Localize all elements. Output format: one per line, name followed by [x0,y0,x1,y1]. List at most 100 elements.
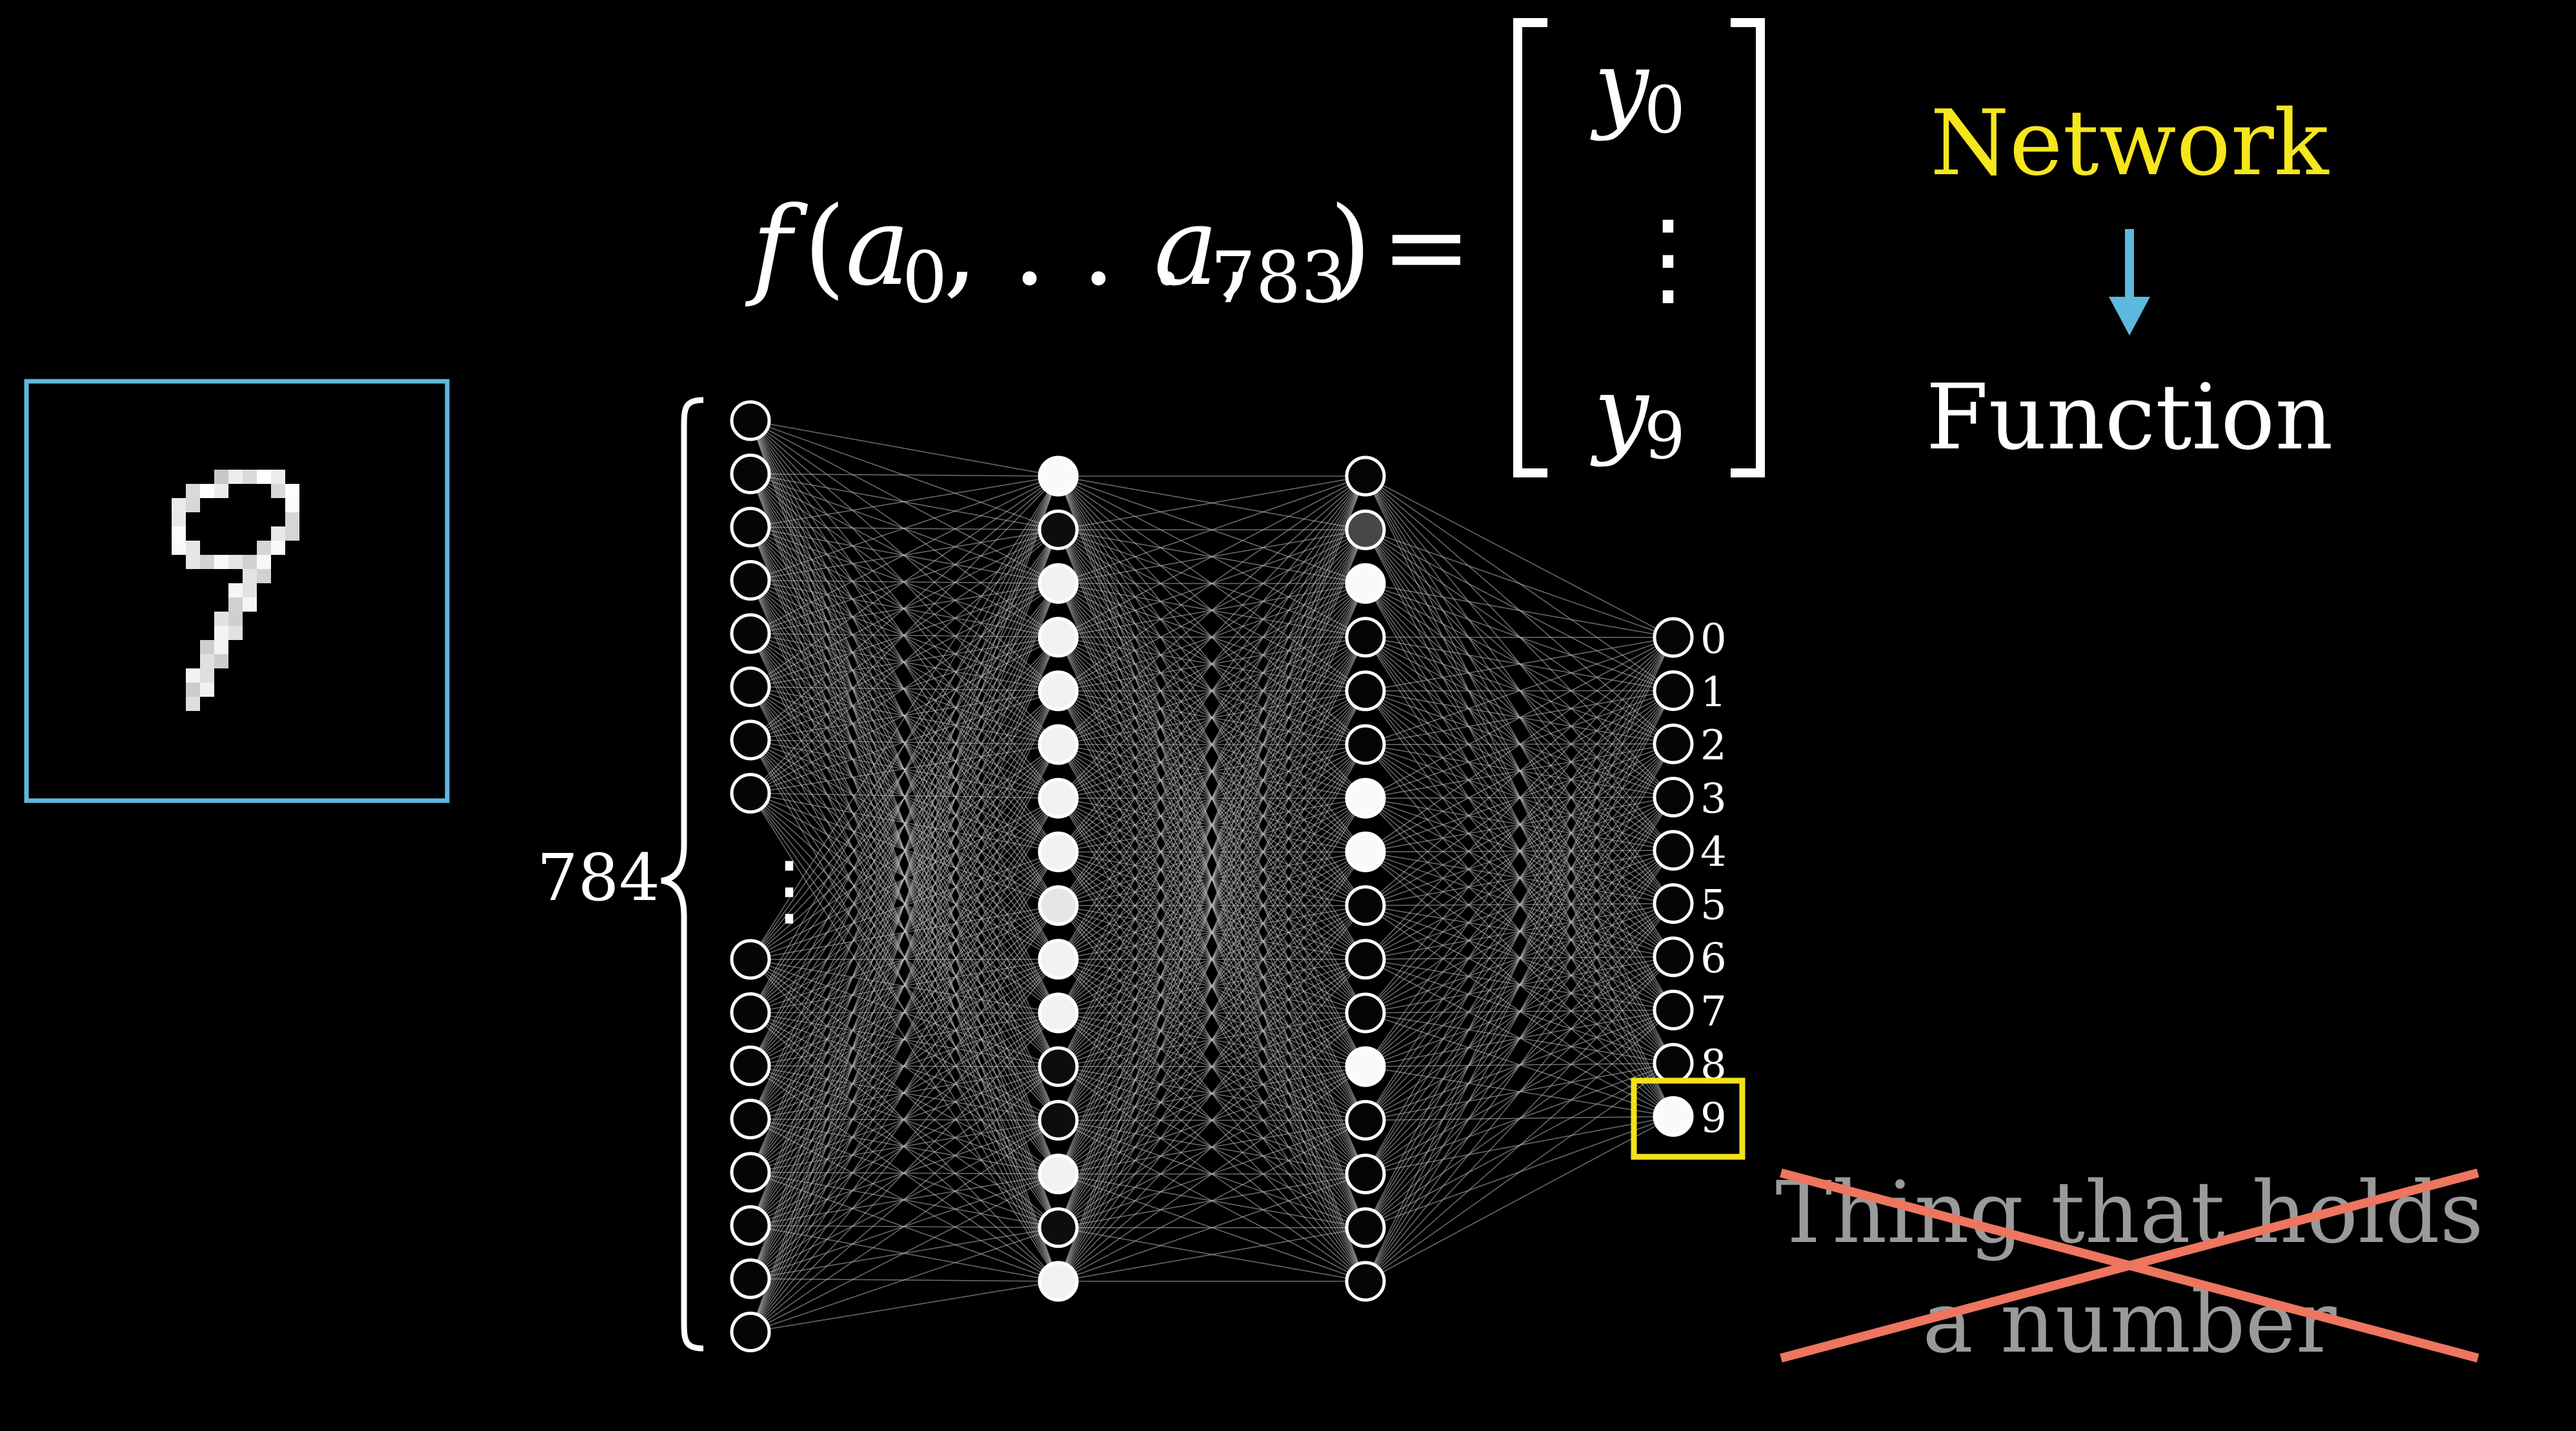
edge-hidden2-output [1365,637,1674,853]
edge-input-hidden1 [750,851,1059,1332]
digit-pixel [186,484,200,498]
hidden1-neuron [1038,455,1079,497]
digit-pixel [186,668,200,683]
edge-hidden1-hidden2 [1058,475,1366,852]
edge-hidden2-output [1365,637,1674,1228]
edge-hidden2-output [1365,637,1674,692]
edge-hidden2-output [1365,637,1674,799]
digit-pixel [214,484,228,498]
output-neuron [1653,990,1694,1030]
output-label: 3 [1700,776,1727,823]
digit-pixel [228,612,243,626]
hidden1-neuron [1038,992,1079,1034]
output-neuron [1653,1043,1694,1084]
digit-pixel [172,541,186,555]
edge-hidden1-hidden2 [1058,583,1366,1282]
edge-input-hidden1 [750,475,1059,960]
edge-hidden2-output [1365,903,1674,1282]
hidden1-neuron [1038,885,1079,926]
digit-pixel [228,597,243,612]
edge-input-hidden1 [750,1227,1059,1333]
digit-pixel [257,569,271,583]
hidden1-neuron [1038,1261,1079,1302]
output-vector [1513,18,1765,477]
vector-y-top-sub: 0 [1644,72,1685,148]
digit-pixel [214,555,228,569]
digit-pixel [214,626,228,640]
output-neuron [1653,670,1694,711]
digit-pixel [271,526,285,541]
edge-hidden1-hidden2 [1058,1173,1366,1282]
output-label: 2 [1700,722,1727,770]
edge-hidden2-output [1365,583,1674,638]
formula-sub-first: 0 [902,236,947,319]
edge-input-hidden1 [750,475,1059,1013]
edge-hidden2-output [1365,1063,1674,1282]
network-nodes [730,400,1694,1352]
vector-y-bottom: y [1590,356,1650,468]
edge-hidden1-hidden2 [1058,475,1366,692]
edge-input-hidden1 [750,797,1059,1332]
formula-a-last: a [1154,183,1218,310]
output-neuron [1653,1096,1694,1137]
input-neuron [730,506,771,548]
edge-hidden1-hidden2 [1058,690,1366,1282]
formula-a-first: a [845,183,910,310]
edge-hidden1-hidden2 [1058,1012,1366,1282]
digit-pixel [228,626,243,640]
hidden2-neuron [1345,617,1386,658]
edge-hidden2-output [1365,637,1674,745]
cross-line-2 [1780,1168,2479,1363]
edge-input-hidden1 [750,420,1059,477]
input-neuron [730,666,771,707]
hidden2-neuron [1345,939,1386,980]
edge-input-hidden1 [750,1173,1059,1333]
digit-pixel [285,526,299,541]
edge-hidden2-output [1365,743,1674,1282]
output-label: 0 [1700,615,1727,663]
edge-hidden2-output [1365,850,1674,1282]
digit-pixel [200,640,214,654]
digit-pixel [228,583,243,597]
edge-hidden1-hidden2 [1058,797,1366,1282]
edge-hidden2-output [1365,529,1674,638]
digit-pixel [271,470,285,484]
edge-hidden1-hidden2 [1058,851,1366,1282]
edge-input-hidden1 [750,1281,1059,1333]
edge-input-hidden1 [750,905,1059,1332]
edge-hidden1-hidden2 [1058,475,1366,745]
edge-hidden2-output [1365,956,1674,1282]
network-edges [750,420,1674,1333]
edge-input-hidden1 [750,1066,1059,1333]
output-label: 4 [1700,828,1727,876]
input-image-panel: 9 [24,379,450,803]
edge-hidden2-output [1365,637,1674,906]
hidden1-neuron [1038,1099,1079,1141]
hidden1-neuron [1038,617,1079,658]
digit-pixel [186,697,200,711]
edge-hidden1-hidden2 [1058,1066,1366,1282]
edge-hidden2-output [1365,637,1674,960]
edge-input-hidden1 [750,690,1059,1332]
function-label: Function [1926,365,2333,470]
digit-pixel [228,555,243,569]
output-neuron [1653,936,1694,977]
digit-pixel [243,555,257,569]
hidden2-neuron [1345,563,1386,604]
edge-hidden1-hidden2 [1058,475,1366,585]
digit-pixel [285,498,299,512]
vector-y-bottom-sub: 9 [1644,398,1685,474]
hidden2-neuron [1345,509,1386,550]
input-neuron [730,719,771,761]
digit-pixel [257,470,271,484]
vector-y-top: y [1590,30,1650,143]
hidden2-neuron [1345,1046,1386,1087]
edge-input-hidden1 [750,744,1059,1332]
right-panel: Network Function Thing that holds a numb… [1775,91,2483,1372]
edge-input-hidden1 [750,473,1059,477]
output-highlight-box [1631,1077,1746,1160]
output-neuron [1653,883,1694,924]
digit-pixel [285,512,299,526]
digit-pixel [243,569,257,583]
digit-pixel [186,683,200,697]
